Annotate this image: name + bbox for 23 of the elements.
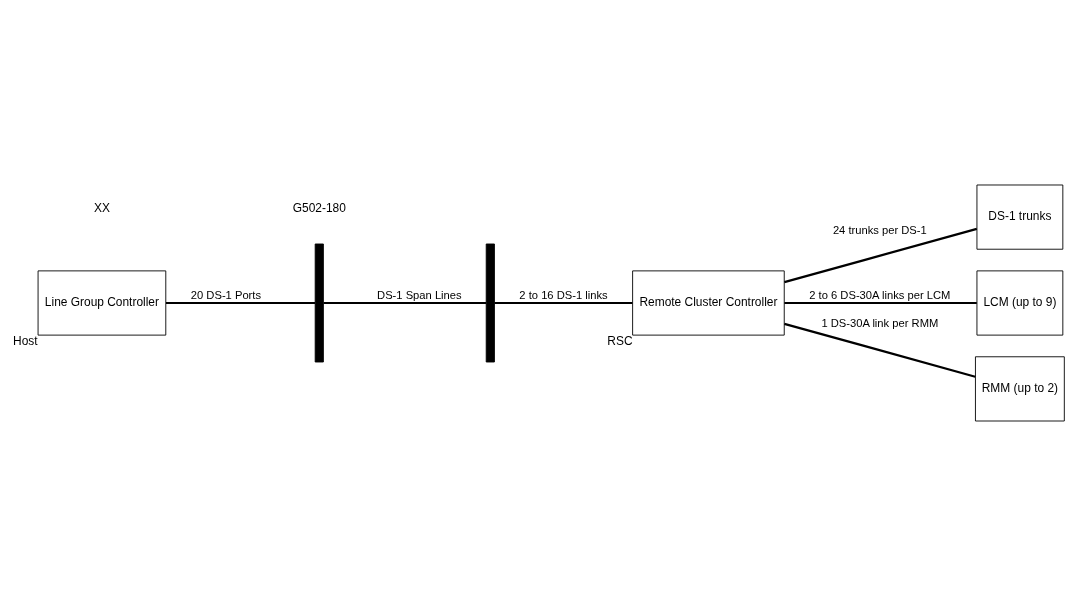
label: XX [93, 200, 110, 215]
connector [784, 322, 976, 378]
edge-label: 2 to 16 DS-1 links [519, 288, 608, 301]
connector [166, 301, 316, 304]
label: G502-180 [292, 200, 346, 215]
node-label: Host [13, 333, 38, 348]
node-box: DS-1 trunks [976, 184, 1064, 250]
edge-label: 20 DS-1 Ports [190, 288, 262, 301]
node-label: RSC [607, 333, 633, 348]
node-box: Remote Cluster Controller [632, 269, 785, 336]
connector [784, 227, 978, 283]
connector [494, 301, 633, 304]
connector [323, 301, 487, 304]
node-bar [314, 243, 324, 362]
edge-label: 2 to 6 DS-30A links per LCM [809, 288, 951, 301]
node-bar [485, 243, 495, 362]
edge-label: 1 DS-30A link per RMM [821, 316, 939, 329]
node-box: LCM (up to 9) [976, 269, 1064, 336]
node-box: RMM (up to 2) [975, 355, 1065, 421]
node-box: Line Group Controller [37, 269, 167, 336]
connector [784, 301, 977, 304]
edge-label: DS-1 Span Lines [377, 288, 462, 301]
edge-label: 24 trunks per DS-1 [832, 223, 927, 236]
